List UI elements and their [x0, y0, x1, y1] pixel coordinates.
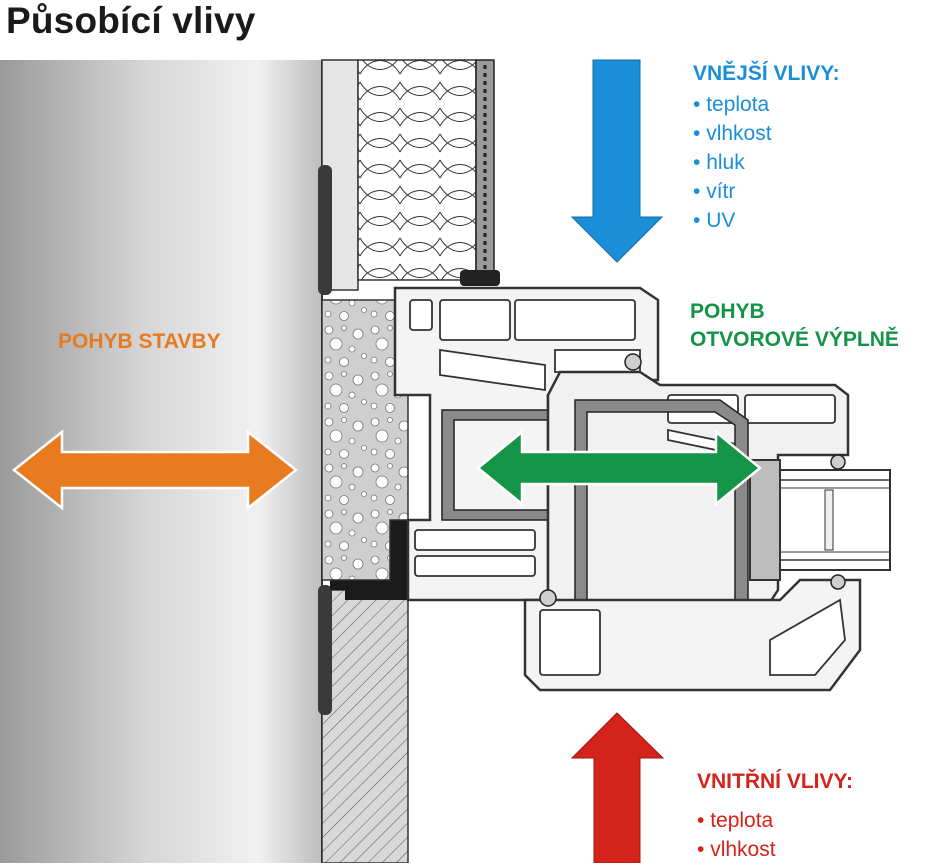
seal-bracket [330, 580, 408, 600]
glazing-unit [779, 469, 891, 571]
frame-chambers [409, 299, 641, 577]
building-movement-label: POHYB STAVBY [58, 330, 221, 353]
opening-movement-arrow [476, 429, 762, 507]
lower-render [321, 589, 409, 863]
internal-item-temperature: teplota [697, 806, 776, 835]
internal-arrow [570, 712, 665, 863]
opening-movement-line2: OTVOROVÉ VÝPLNĚ [690, 328, 899, 351]
external-item-humidity: vlhkost [693, 119, 771, 148]
external-heading: VNĚJŠÍ VLIVY: [693, 62, 840, 85]
seal-vertical [390, 520, 408, 590]
external-item-wind: vítr [693, 177, 772, 206]
internal-list: teplota vlhkost [697, 806, 776, 864]
opening-movement-label: POHYB OTVOROVÉ VÝPLNĚ [690, 298, 899, 354]
seal-bottom [318, 585, 332, 715]
external-list: teplota vlhkost hluk vítr UV [693, 90, 772, 235]
external-item-noise: hluk [693, 148, 772, 177]
page-title: Působící vlivy [6, 0, 256, 41]
external-item-uv: UV [693, 206, 772, 235]
internal-heading: VNITŘNÍ VLIVY: [697, 770, 853, 793]
gaskets [539, 353, 846, 607]
seal-top [318, 165, 332, 295]
external-arrow [570, 59, 664, 263]
internal-item-humidity: vlhkost [697, 835, 775, 864]
external-item-temperature: teplota [693, 90, 772, 119]
building-movement-arrow [11, 429, 299, 511]
upper-insulation [357, 59, 477, 281]
glazing-spacer [749, 459, 781, 581]
opening-movement-line1: POHYB [690, 300, 765, 323]
upper-gasket [460, 270, 500, 286]
